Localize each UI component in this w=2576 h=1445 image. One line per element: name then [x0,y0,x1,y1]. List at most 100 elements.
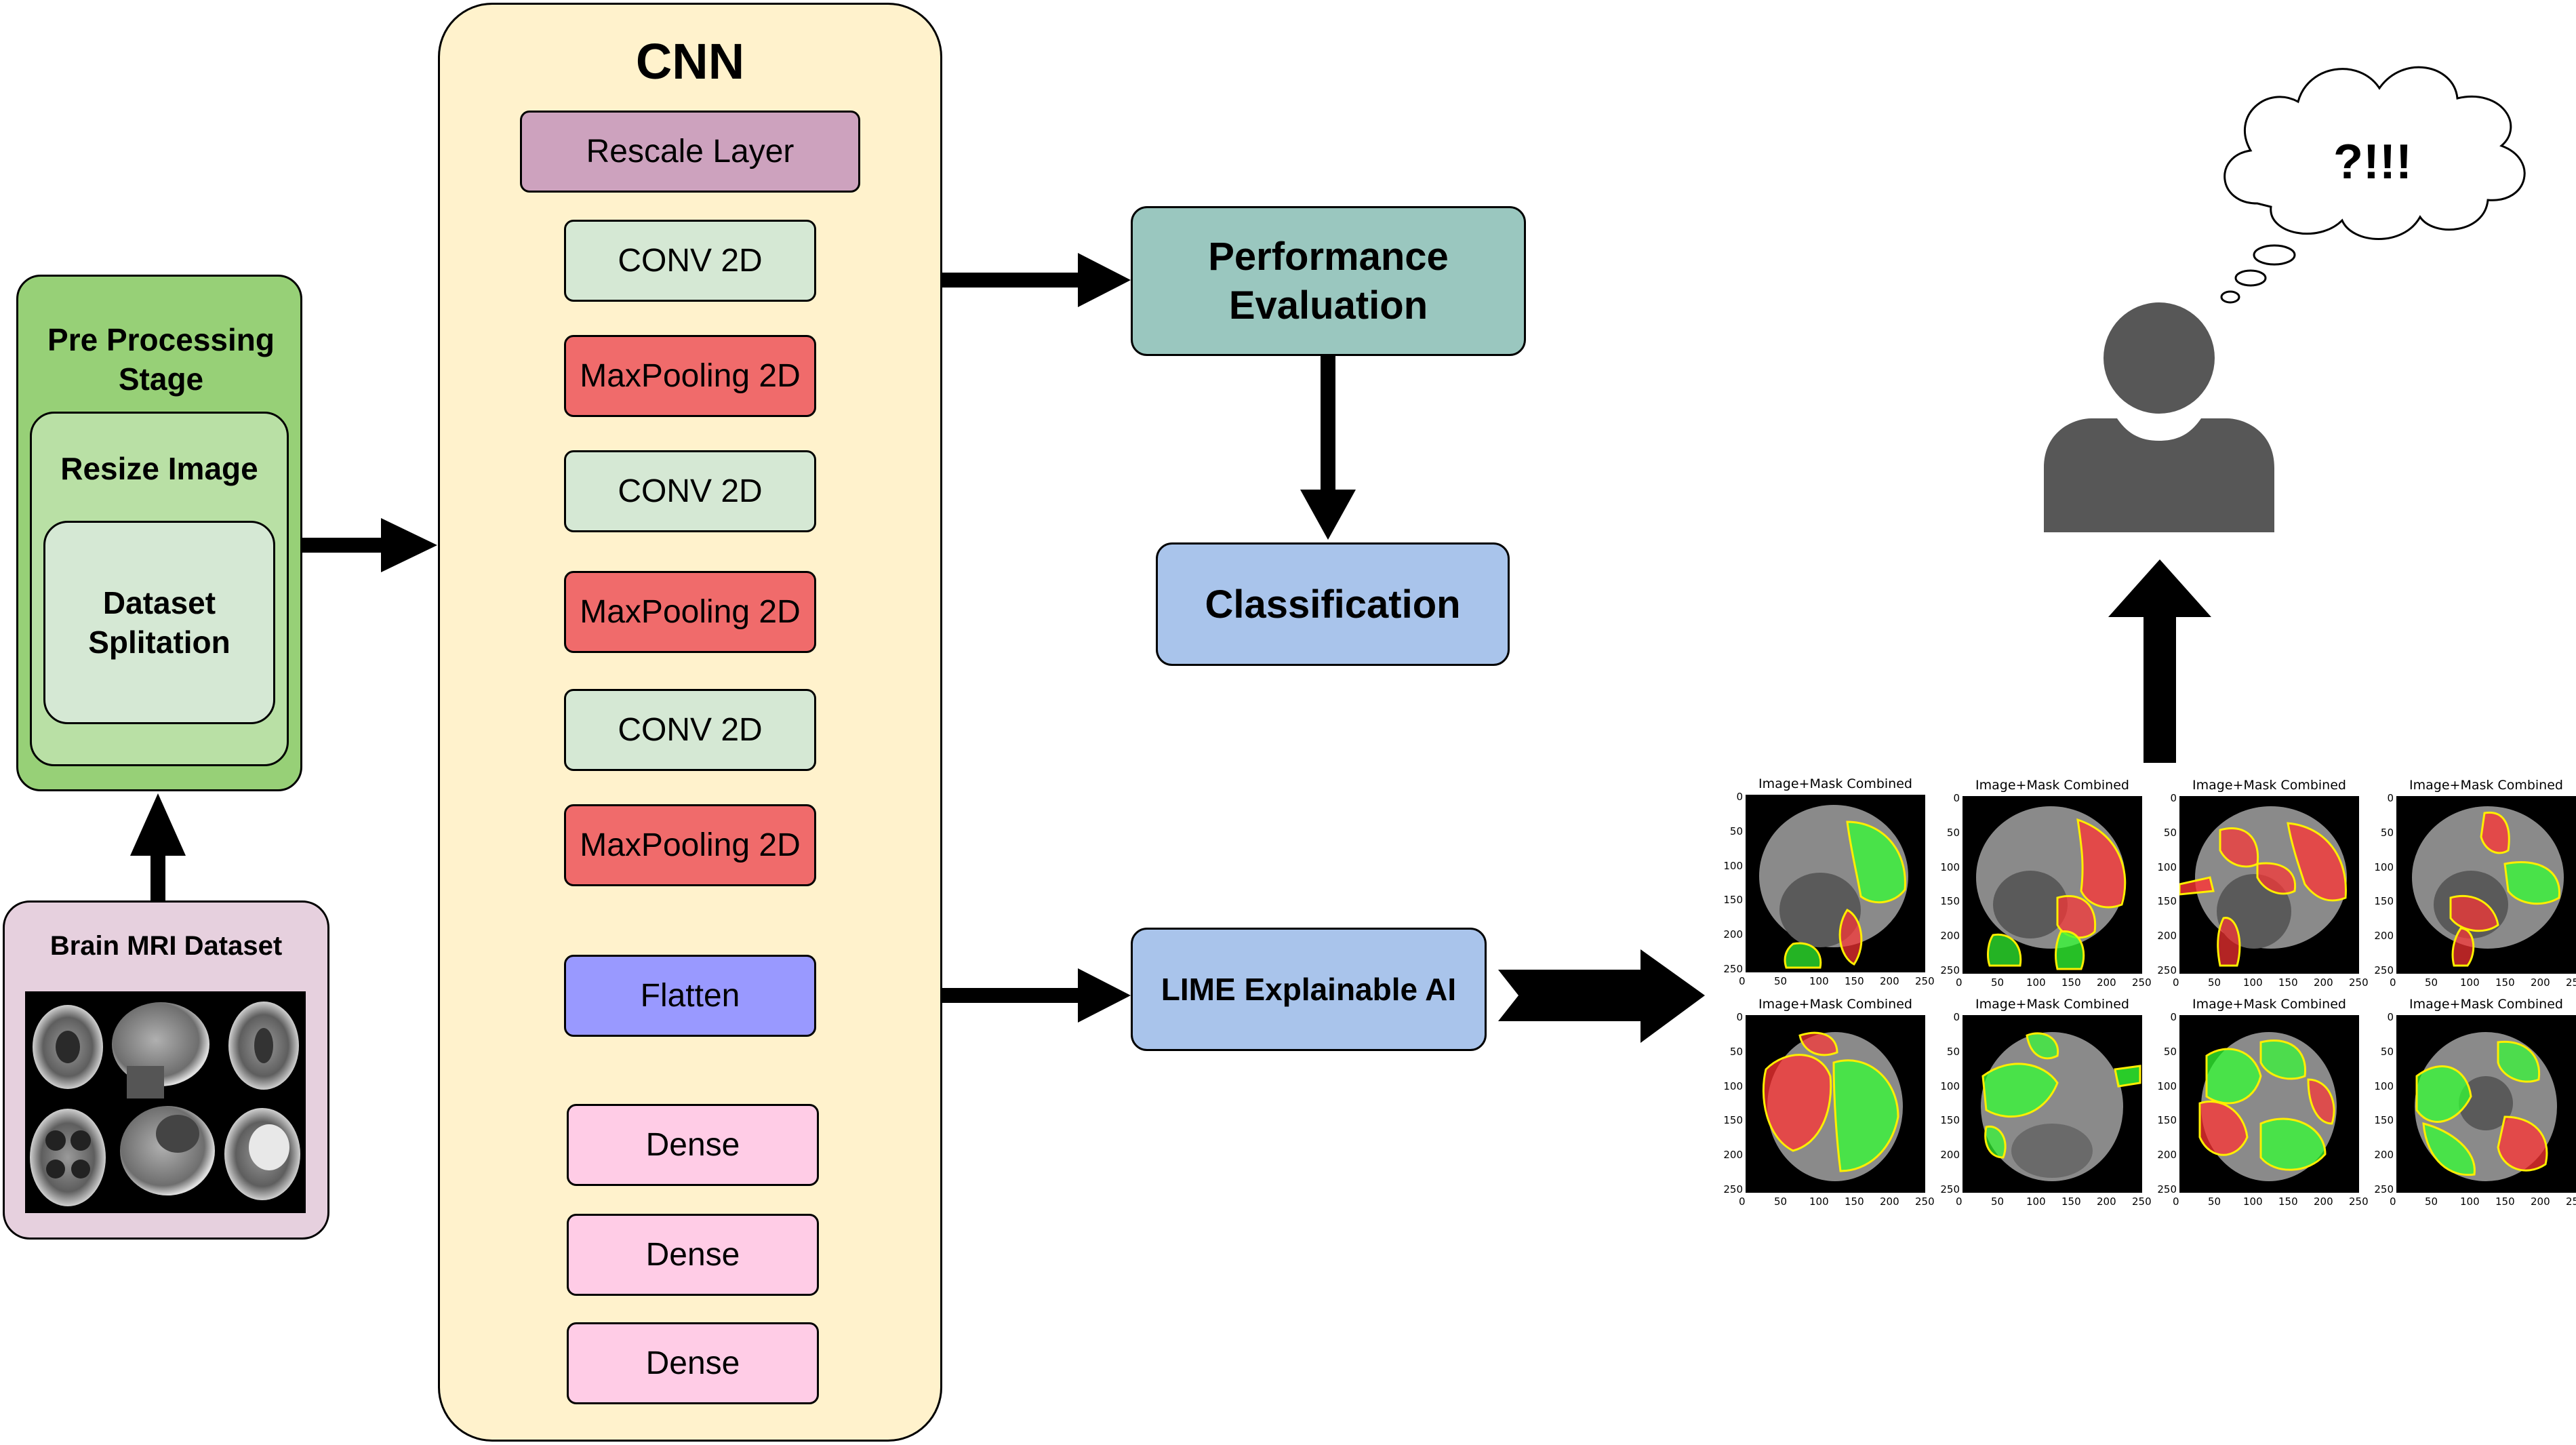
lime-panel-6 [1963,1015,2142,1193]
y-tick-label: 0 [1953,792,1960,804]
x-tick-label: 150 [1845,1195,1864,1208]
lime-panel-5 [1746,1015,1925,1193]
y-tick-label: 250 [1940,1183,1960,1195]
y-tick-label: 100 [2374,1080,2394,1092]
cnn-layer-dense-3: Dense [567,1322,819,1404]
lime-panel-3 [2179,796,2359,974]
x-tick-label: 50 [2425,1195,2438,1208]
cnn-layer-conv2d-1: CONV 2D [564,220,816,302]
x-tick-label: 100 [2243,976,2263,989]
cnn-layer-dense-2: Dense [567,1214,819,1296]
y-tick-label: 150 [2374,1114,2394,1127]
y-tick-label: 100 [1723,1080,1743,1092]
cnn-layer-conv2d-3: CONV 2D [564,689,816,771]
y-tick-label: 50 [2163,1045,2177,1058]
lime-panel-image [2412,806,2564,967]
arrow-results-to-user [2108,559,2211,763]
x-tick-label: 100 [2026,976,2046,989]
y-tick-label: 50 [1729,825,1743,837]
cnn-layer-maxpool-1: MaxPooling 2D [564,335,816,417]
panel-title: Image+Mask Combined [2192,778,2346,793]
lime-panel-8 [2396,1015,2576,1193]
y-tick-label: 250 [2157,1183,2177,1195]
x-tick-label: 250 [2566,1195,2576,1208]
cnn-layer-conv2d-2: CONV 2D [564,450,816,532]
x-tick-label: 200 [2097,976,2116,989]
x-tick-label: 50 [2208,1195,2221,1208]
mri-sample-grid [25,991,306,1213]
lime-box: LIME Explainable AI [1131,928,1487,1051]
lime-panel-image [2198,1032,2337,1181]
arrow-cnn-to-lime [941,968,1131,1023]
y-tick-label: 200 [2374,930,2394,943]
x-tick-label: 200 [2531,976,2550,989]
y-tick-label: 200 [1940,930,1960,943]
y-tick-label: 0 [1953,1011,1960,1023]
y-tick-label: 150 [2157,895,2177,908]
thought-text: ?!!! [2333,135,2412,189]
y-tick-label: 250 [2374,964,2394,976]
lime-panel-7 [2179,1015,2359,1193]
y-tick-label: 0 [1736,791,1743,803]
arrow-cnn-to-performance [941,253,1131,307]
y-tick-label: 50 [2380,826,2394,839]
classification-label: Classification [1205,582,1461,627]
y-tick-label: 50 [2163,826,2177,839]
lime-panel-image [2179,806,2347,967]
y-tick-label: 250 [1723,1183,1743,1195]
arrow-preprocessing-to-cnn [302,518,437,572]
x-tick-label: 200 [2314,976,2333,989]
dataset-title: Brain MRI Dataset [49,931,283,961]
panel-title: Image+Mask Combined [1975,778,2129,793]
panel-title: Image+Mask Combined [1975,997,2129,1012]
lime-panel-4 [2396,796,2576,974]
x-tick-label: 150 [2061,976,2081,989]
cnn-layer-label: CONV 2D [618,712,763,748]
y-tick-label: 50 [2380,1045,2394,1058]
y-tick-label: 200 [2157,1149,2177,1162]
cnn-layer-maxpool-2: MaxPooling 2D [564,571,816,653]
dataset-splitation-label: Dataset Splitation [88,585,230,660]
x-tick-label: 200 [1880,1195,1899,1208]
y-tick-label: 200 [1940,1149,1960,1162]
y-tick-label: 100 [1723,859,1743,872]
y-tick-label: 150 [1723,1114,1743,1127]
x-tick-label: 0 [1739,1195,1746,1208]
resize-image-label: Resize Image [60,451,258,486]
y-tick-label: 250 [1940,964,1960,976]
lime-label: LIME Explainable AI [1161,972,1457,1007]
x-tick-label: 100 [1809,1195,1829,1208]
cnn-layer-label: Dense [645,1345,740,1381]
x-tick-label: 50 [1774,1195,1788,1208]
y-tick-label: 150 [1940,1114,1960,1127]
cnn-layer-label: CONV 2D [618,473,763,509]
x-tick-label: 100 [1809,975,1829,987]
panel-title: Image+Mask Combined [2192,997,2346,1012]
performance-evaluation-box: Performance Evaluation [1131,206,1526,356]
classification-box: Classification [1156,542,1510,666]
lime-results-grid: Image+Mask Combined Image+Mask Combined … [1708,776,2576,1221]
y-tick-label: 0 [2170,1011,2177,1023]
x-tick-label: 200 [1880,975,1899,987]
x-tick-label: 150 [2278,976,2298,989]
y-tick-label: 150 [2374,895,2394,908]
lime-panel-2 [1963,796,2142,974]
x-tick-label: 200 [2531,1195,2550,1208]
y-tick-label: 150 [2157,1114,2177,1127]
x-tick-label: 50 [1991,1195,2005,1208]
y-tick-label: 250 [2157,964,2177,976]
cnn-layer-label: Dense [645,1127,740,1163]
y-tick-label: 200 [2374,1149,2394,1162]
lime-panel-1 [1746,795,1925,972]
y-tick-label: 100 [2157,1080,2177,1092]
y-tick-label: 200 [1723,928,1743,941]
panel-title: Image+Mask Combined [2409,997,2563,1012]
x-tick-label: 150 [2495,976,2515,989]
y-tick-label: 50 [1946,1045,1960,1058]
x-tick-label: 0 [2390,976,2396,989]
y-tick-label: 100 [2374,860,2394,873]
x-tick-label: 50 [1774,975,1788,987]
panel-title: Image+Mask Combined [2409,778,2563,793]
performance-evaluation-label: Performance Evaluation [1208,234,1449,328]
